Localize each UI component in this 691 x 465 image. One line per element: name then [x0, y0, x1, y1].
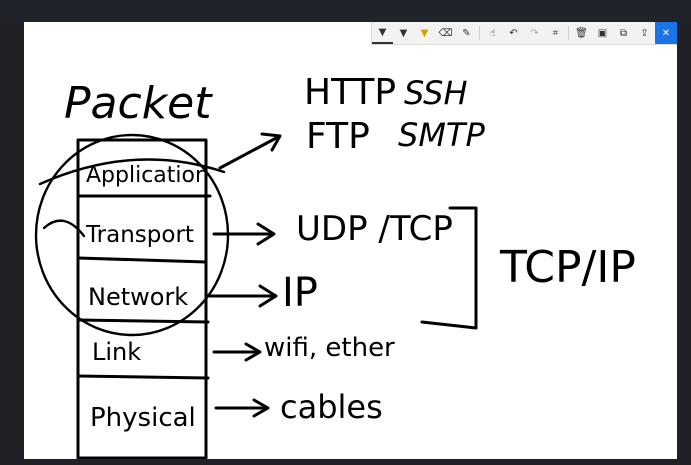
layer-physical: Physical	[90, 403, 196, 433]
save-icon[interactable]: ▣	[597, 27, 608, 39]
protocol-ftp: FTP	[306, 116, 370, 157]
ink-toolbar: ▼ ▼ ▼ ⌫ ✎ ☝ ↶ ↷ ⌗ 🗑 ▣ ⧉ ⇪ ✕	[371, 22, 677, 45]
protocol-ssh: SSH	[404, 74, 468, 112]
share-icon[interactable]: ⇪	[640, 27, 649, 39]
circle-overlap-stroke	[38, 158, 226, 186]
physical-media: cables	[280, 388, 383, 426]
layer-divider-3	[76, 318, 210, 324]
whiteboard-drawing: Packet Application Transport Network Lin…	[34, 72, 636, 459]
title-packet: Packet	[64, 78, 213, 129]
layer-application: Application	[86, 163, 209, 188]
ballpoint-pen-icon[interactable]: ▼	[372, 22, 393, 44]
crop-icon[interactable]: ⌗	[552, 27, 559, 39]
tcpip-bracket	[420, 206, 478, 330]
toolbar-separator	[568, 26, 569, 40]
ruler-icon[interactable]: ✎	[462, 27, 471, 39]
arrow-application	[218, 132, 282, 170]
suite-label: TCP/IP	[499, 242, 636, 293]
link-protocols: wifi, ether	[264, 333, 395, 363]
redo-icon[interactable]: ↷	[530, 27, 539, 39]
close-icon[interactable]: ✕	[655, 22, 677, 44]
eraser-icon[interactable]: ⌫	[438, 27, 453, 39]
delete-icon[interactable]: 🗑	[575, 27, 588, 39]
undo-icon[interactable]: ↶	[509, 27, 518, 39]
copy-icon[interactable]: ⧉	[619, 27, 628, 39]
layer-link: Link	[92, 338, 141, 366]
layer-network: Network	[88, 283, 188, 311]
whiteboard-canvas[interactable]: Packet Application Transport Network Lin…	[24, 22, 677, 459]
arrow-network	[208, 284, 278, 308]
protocol-http: HTTP	[304, 72, 396, 113]
touch-writing-icon[interactable]: ☝	[489, 27, 496, 39]
pencil-icon[interactable]: ▼	[399, 27, 408, 39]
transport-protocols: UDP /TCP	[296, 209, 453, 249]
layer-divider-2	[76, 256, 208, 264]
layer-divider-4	[76, 374, 210, 380]
protocol-smtp: SMTP	[398, 116, 485, 154]
circle-inner-stroke	[42, 219, 86, 238]
arrow-physical	[214, 398, 270, 418]
toolbar-separator	[479, 26, 480, 40]
layer-transport: Transport	[85, 222, 194, 248]
window-title-bar	[0, 0, 691, 22]
network-protocol: IP	[282, 270, 318, 316]
highlighter-icon[interactable]: ▼	[420, 27, 429, 39]
arrow-link	[212, 342, 262, 362]
arrow-transport	[212, 222, 276, 246]
